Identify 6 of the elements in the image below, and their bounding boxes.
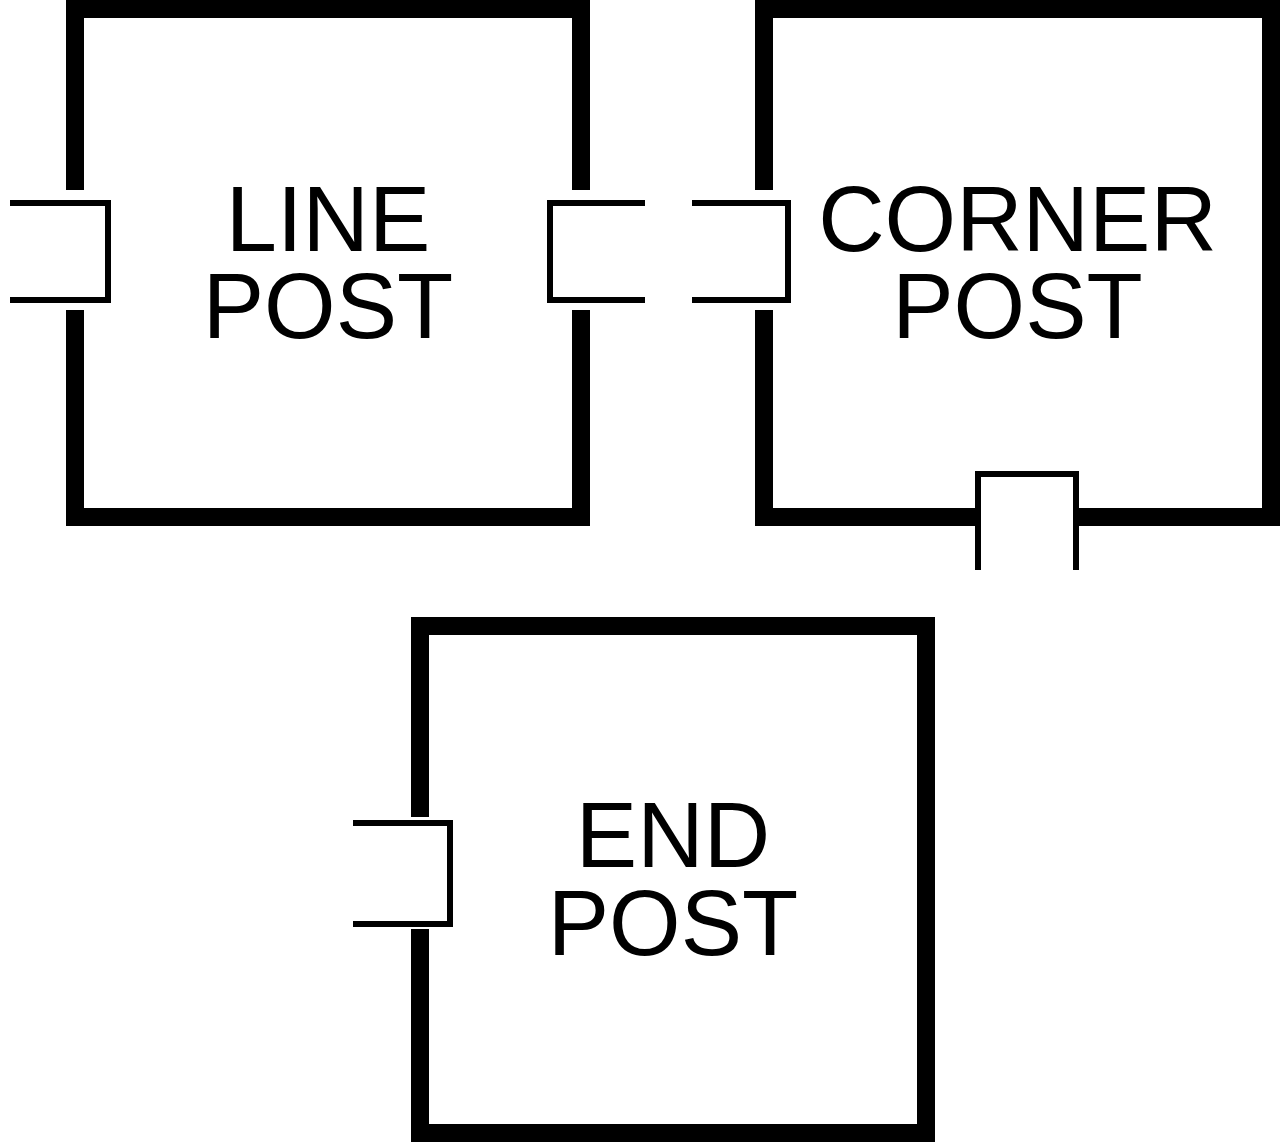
post-label: END POST <box>547 792 799 967</box>
post-label: CORNER POST <box>818 175 1217 351</box>
post-box <box>66 0 590 526</box>
post-box <box>755 0 1280 526</box>
post-box <box>411 617 935 1142</box>
post-label: LINE POST <box>202 175 454 351</box>
